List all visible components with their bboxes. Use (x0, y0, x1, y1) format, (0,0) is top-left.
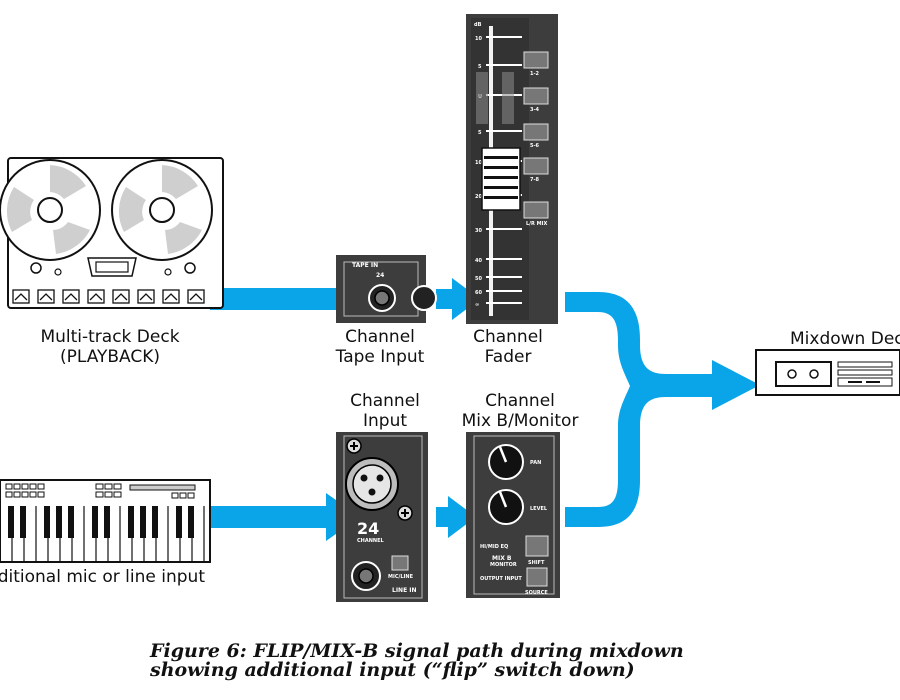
svg-text:∞: ∞ (475, 302, 479, 308)
output-input-text: OUTPUT INPUT (480, 576, 522, 582)
bus-button-5-6[interactable] (523, 123, 549, 141)
svg-text:5: 5 (478, 64, 482, 70)
mixb-sublabel: Mix B/Monitor (462, 411, 579, 431)
svg-text:5-6: 5-6 (530, 143, 540, 149)
monitor-text: MONITOR (490, 562, 517, 568)
channel-input-label: Channel (350, 391, 420, 411)
shift-text: SHIFT (528, 560, 545, 566)
svg-text:7-8: 7-8 (530, 177, 540, 183)
multitrack-deck-sublabel: (PLAYBACK) (60, 347, 160, 367)
arrow-merge-path (565, 292, 715, 527)
deck-meters (12, 289, 205, 304)
source-text: SOURCE (525, 590, 548, 596)
multitrack-deck-label: Multi-track Deck (40, 327, 179, 347)
svg-text:20: 20 (475, 194, 482, 200)
mic-line-input-label: Additional mic or line input (0, 567, 205, 587)
hi-mid-eq-text: HI/MID EQ (480, 544, 508, 550)
mix-b-text: MIX B (492, 555, 512, 562)
bus-button-1-2[interactable] (523, 51, 549, 69)
svg-text:5: 5 (478, 130, 482, 136)
svg-text:3-4: 3-4 (530, 107, 540, 113)
tape-input-sublabel: Tape Input (335, 347, 425, 367)
tape-input-panel: TAPE IN 24 (336, 255, 437, 323)
arrow-to-mixdown-head (712, 360, 760, 410)
fader-knob[interactable] (481, 147, 521, 211)
arrow-keyboard-to-input-shaft (205, 506, 330, 528)
arrow-input-to-mixb-head (448, 496, 476, 538)
mixdown-deck (755, 349, 900, 396)
svg-text:60: 60 (475, 290, 482, 296)
tape-input-jack-2 (411, 285, 437, 311)
fader-strip: dB 10 5 U 5 10 20 30 40 50 60 ∞ (466, 14, 558, 324)
svg-text:1-2: 1-2 (530, 71, 540, 77)
level-text: LEVEL (530, 506, 548, 512)
right-reel (111, 159, 213, 261)
tape-in-text: TAPE IN (352, 262, 378, 269)
tape-in-number: 24 (376, 272, 384, 279)
tape-input-label: Channel (345, 327, 415, 347)
figure-caption: Figure 6: FLIP/MIX-B signal path during … (150, 642, 750, 680)
keyboard (0, 479, 211, 563)
channel-word: CHANNEL (357, 538, 385, 544)
svg-text:10: 10 (475, 36, 482, 42)
svg-text:50: 50 (475, 276, 482, 282)
channel-input-panel: 24 CHANNEL MIC/LINE LINE IN (336, 432, 428, 602)
line-in-text: LINE IN (392, 587, 417, 594)
source-switch[interactable] (526, 567, 548, 587)
svg-text:L/R MIX: L/R MIX (526, 221, 547, 227)
svg-text:40: 40 (475, 258, 482, 264)
left-reel (0, 159, 101, 261)
svg-text:10: 10 (475, 160, 482, 166)
bus-button-3-4[interactable] (523, 87, 549, 105)
caption-line-1: Figure 6: FLIP/MIX-B signal path during … (150, 640, 684, 662)
fader-label: Channel (473, 327, 543, 347)
svg-text:30: 30 (475, 228, 482, 234)
bus-assign-buttons[interactable]: 1-2 3-4 5-6 7-8 L/R MIX (523, 51, 549, 227)
pan-text: PAN (530, 460, 541, 466)
bus-button-lr-mix[interactable] (523, 201, 549, 219)
mic-line-switch[interactable] (391, 555, 409, 571)
fader-sublabel: Fader (485, 347, 532, 367)
mixb-label: Channel (485, 391, 555, 411)
db-label: dB (474, 22, 482, 28)
arrow-deck-to-tape-shaft (210, 288, 340, 310)
caption-line-2: showing additional input (“flip” switch … (150, 659, 635, 681)
tape-head (87, 257, 137, 277)
mixdown-deck-label: Mixdown Deck (790, 329, 900, 349)
mic-line-text: MIC/LINE (388, 574, 414, 580)
mixb-panel: PAN LEVEL HI/MID EQ MIX B MONITOR SHIFT … (466, 432, 560, 598)
shift-button[interactable] (525, 535, 549, 557)
multitrack-deck (0, 157, 224, 309)
channel-input-sublabel: Input (363, 411, 407, 431)
arrow-tape-to-fader-shaft (436, 289, 454, 309)
channel-number: 24 (357, 519, 379, 538)
bus-button-7-8[interactable] (523, 157, 549, 175)
